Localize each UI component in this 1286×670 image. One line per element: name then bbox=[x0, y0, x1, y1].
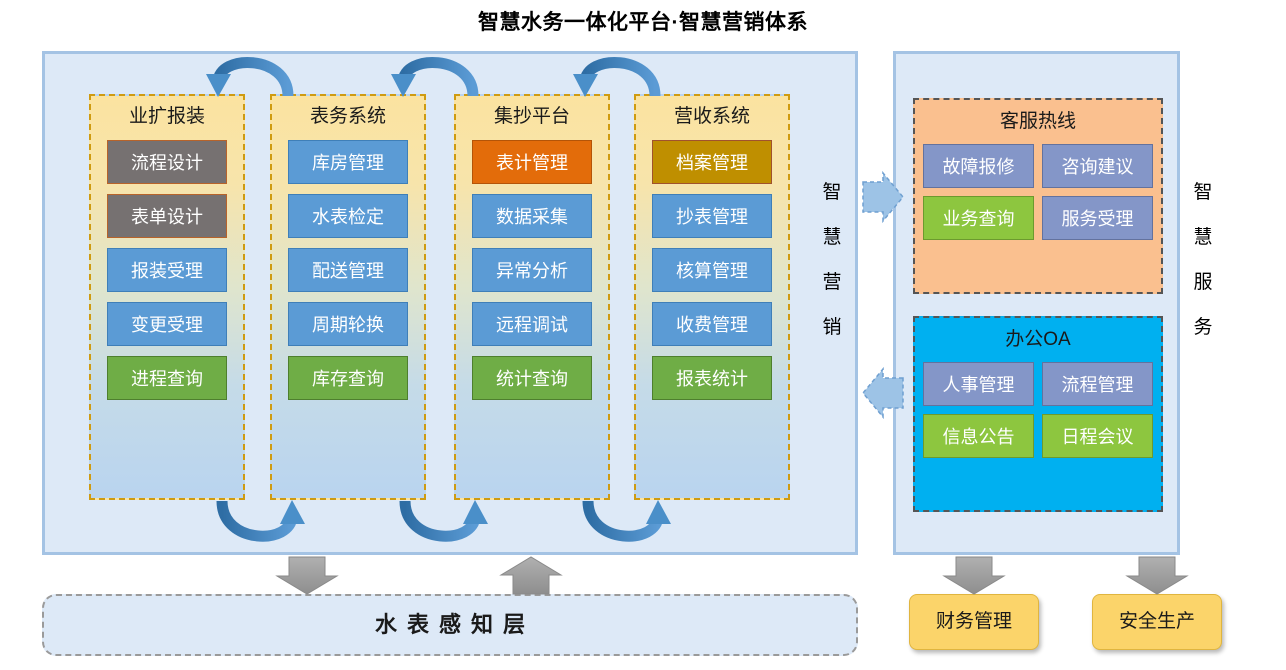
service-tile[interactable]: 信息公告 bbox=[923, 414, 1034, 458]
smart-marketing-vertical-label: 智慧营销 bbox=[815, 183, 849, 363]
gray-arrow-down-to-finance bbox=[942, 556, 1006, 595]
column-collection-platform: 集抄平台 表计管理数据采集异常分析远程调试统计查询 bbox=[454, 94, 610, 500]
group-title: 客服热线 bbox=[999, 111, 1076, 132]
module-chip[interactable]: 配送管理 bbox=[288, 248, 408, 292]
module-chip[interactable]: 进程查询 bbox=[107, 356, 227, 400]
service-tile[interactable]: 日程会议 bbox=[1042, 414, 1153, 458]
module-chip[interactable]: 收费管理 bbox=[652, 302, 772, 346]
vertical-label-char: 智 bbox=[822, 182, 842, 203]
module-chip[interactable]: 统计查询 bbox=[472, 356, 592, 400]
gray-arrow-down-to-safety bbox=[1125, 556, 1189, 595]
column-title: 集抄平台 bbox=[493, 106, 570, 127]
module-chip[interactable]: 核算管理 bbox=[652, 248, 772, 292]
column-title: 表务系统 bbox=[309, 106, 386, 127]
module-chip[interactable]: 远程调试 bbox=[472, 302, 592, 346]
vertical-label-char: 务 bbox=[1193, 317, 1213, 338]
column-title: 业扩报装 bbox=[128, 106, 205, 127]
column-title: 营收系统 bbox=[673, 106, 750, 127]
group-title: 办公OA bbox=[1005, 329, 1071, 350]
column-items: 档案管理抄表管理核算管理收费管理报表统计 bbox=[636, 140, 788, 400]
module-chip[interactable]: 报表统计 bbox=[652, 356, 772, 400]
bottom-box-safety[interactable]: 安全生产 bbox=[1092, 594, 1222, 650]
column-meter-affairs: 表务系统 库房管理水表检定配送管理周期轮换库存查询 bbox=[270, 94, 426, 500]
group-tiles: 故障报修咨询建议业务查询服务受理 bbox=[923, 144, 1153, 240]
service-tile[interactable]: 人事管理 bbox=[923, 362, 1034, 406]
module-chip[interactable]: 流程设计 bbox=[107, 140, 227, 184]
vertical-label-char: 慧 bbox=[1193, 227, 1213, 248]
column-business-expansion: 业扩报装 流程设计表单设计报装受理变更受理进程查询 bbox=[89, 94, 245, 500]
group-tiles: 人事管理流程管理信息公告日程会议 bbox=[923, 362, 1153, 458]
column-items: 表计管理数据采集异常分析远程调试统计查询 bbox=[456, 140, 608, 400]
column-items: 流程设计表单设计报装受理变更受理进程查询 bbox=[91, 140, 243, 400]
service-tile[interactable]: 咨询建议 bbox=[1042, 144, 1153, 188]
bottom-box-finance[interactable]: 财务管理 bbox=[909, 594, 1039, 650]
service-tile[interactable]: 流程管理 bbox=[1042, 362, 1153, 406]
module-chip[interactable]: 库房管理 bbox=[288, 140, 408, 184]
service-tile[interactable]: 业务查询 bbox=[923, 196, 1034, 240]
vertical-label-char: 智 bbox=[1193, 182, 1213, 203]
gray-arrow-down-to-sensing bbox=[275, 556, 339, 595]
group-office-oa: 办公OA 人事管理流程管理信息公告日程会议 bbox=[913, 316, 1163, 512]
module-chip[interactable]: 抄表管理 bbox=[652, 194, 772, 238]
gray-arrow-up-from-sensing bbox=[499, 556, 563, 595]
service-tile[interactable]: 服务受理 bbox=[1042, 196, 1153, 240]
vertical-label-char: 慧 bbox=[822, 227, 842, 248]
module-chip[interactable]: 周期轮换 bbox=[288, 302, 408, 346]
service-tile[interactable]: 故障报修 bbox=[923, 144, 1034, 188]
vertical-label-char: 营 bbox=[822, 272, 842, 293]
module-chip[interactable]: 水表检定 bbox=[288, 194, 408, 238]
module-chip[interactable]: 表计管理 bbox=[472, 140, 592, 184]
module-chip[interactable]: 变更受理 bbox=[107, 302, 227, 346]
column-revenue-system: 营收系统 档案管理抄表管理核算管理收费管理报表统计 bbox=[634, 94, 790, 500]
vertical-label-char: 销 bbox=[822, 317, 842, 338]
group-customer-hotline: 客服热线 故障报修咨询建议业务查询服务受理 bbox=[913, 98, 1163, 294]
page-title: 智慧水务一体化平台·智慧营销体系 bbox=[478, 11, 808, 34]
water-meter-sensing-layer: 水表感知层 bbox=[42, 594, 858, 656]
vertical-label-char: 服 bbox=[1193, 272, 1213, 293]
module-chip[interactable]: 报装受理 bbox=[107, 248, 227, 292]
column-items: 库房管理水表检定配送管理周期轮换库存查询 bbox=[272, 140, 424, 400]
module-chip[interactable]: 档案管理 bbox=[652, 140, 772, 184]
smart-service-vertical-label: 智慧服务 bbox=[1186, 183, 1220, 363]
module-chip[interactable]: 异常分析 bbox=[472, 248, 592, 292]
module-chip[interactable]: 数据采集 bbox=[472, 194, 592, 238]
module-chip[interactable]: 表单设计 bbox=[107, 194, 227, 238]
module-chip[interactable]: 库存查询 bbox=[288, 356, 408, 400]
